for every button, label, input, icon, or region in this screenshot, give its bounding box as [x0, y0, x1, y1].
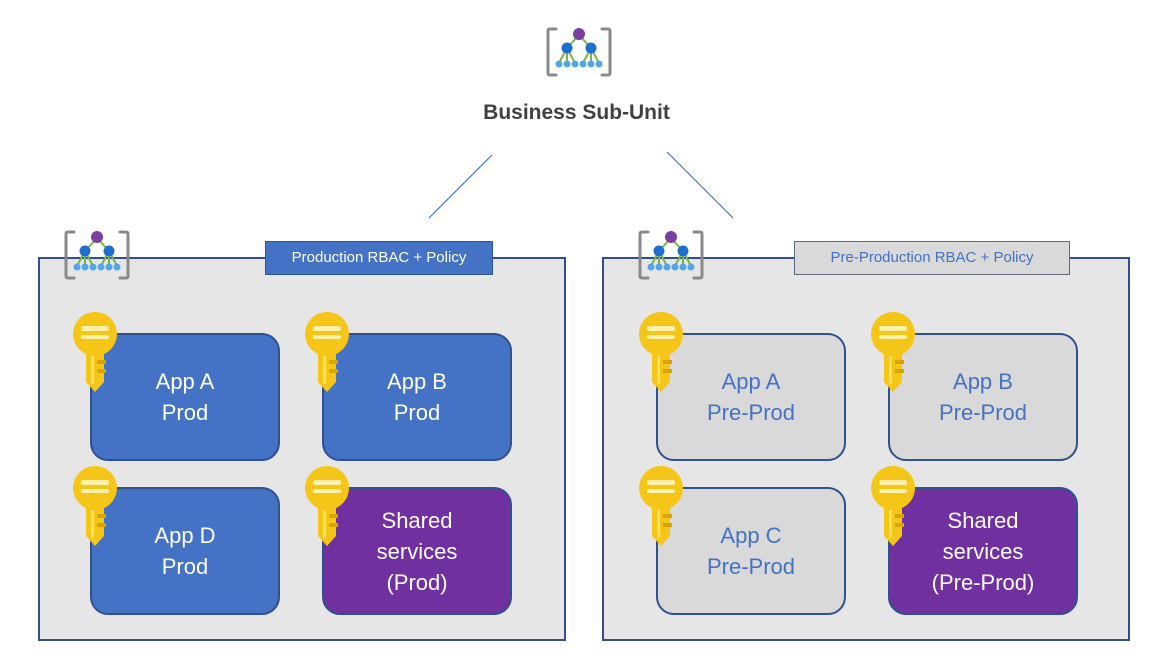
key-icon — [67, 466, 123, 548]
preproduction-policy-tag: Pre-Production RBAC + Policy — [794, 241, 1070, 275]
subscription-label: App A Prod — [155, 369, 215, 425]
key-icon — [865, 466, 921, 548]
subscription-label: Shared services (Prod) — [376, 507, 458, 595]
key-icon — [633, 312, 689, 394]
subscription-label: App A Pre-Prod — [706, 369, 796, 425]
shared-services-card[interactable]: Shared services (Pre-Prod) — [888, 487, 1078, 615]
key-icon — [67, 312, 123, 394]
subscription-label: App D Prod — [154, 523, 216, 579]
key-icon — [633, 466, 689, 548]
subscription-card[interactable]: App C Pre-Prod — [656, 487, 846, 615]
connector-left — [428, 154, 493, 219]
connector-right — [666, 151, 734, 219]
key-icon — [299, 312, 355, 394]
key-icon — [865, 312, 921, 394]
production-policy-tag: Production RBAC + Policy — [265, 241, 493, 275]
management-group-icon — [638, 228, 704, 282]
root-title: Business Sub-Unit — [483, 101, 670, 124]
subscription-label: App C Pre-Prod — [706, 523, 796, 579]
subscription-card[interactable]: App B Pre-Prod — [888, 333, 1078, 461]
subscription-label: Shared services (Pre-Prod) — [931, 507, 1035, 595]
subscription-card[interactable]: App A Pre-Prod — [656, 333, 846, 461]
subscription-card[interactable]: App D Prod — [90, 487, 280, 615]
management-group-icon — [64, 228, 130, 282]
subscription-card[interactable]: App A Prod — [90, 333, 280, 461]
key-icon — [299, 466, 355, 548]
subscription-label: App B Pre-Prod — [938, 369, 1028, 425]
subscription-card[interactable]: App B Prod — [322, 333, 512, 461]
subscription-label: App B Prod — [387, 369, 447, 425]
shared-services-card[interactable]: Shared services (Prod) — [322, 487, 512, 615]
